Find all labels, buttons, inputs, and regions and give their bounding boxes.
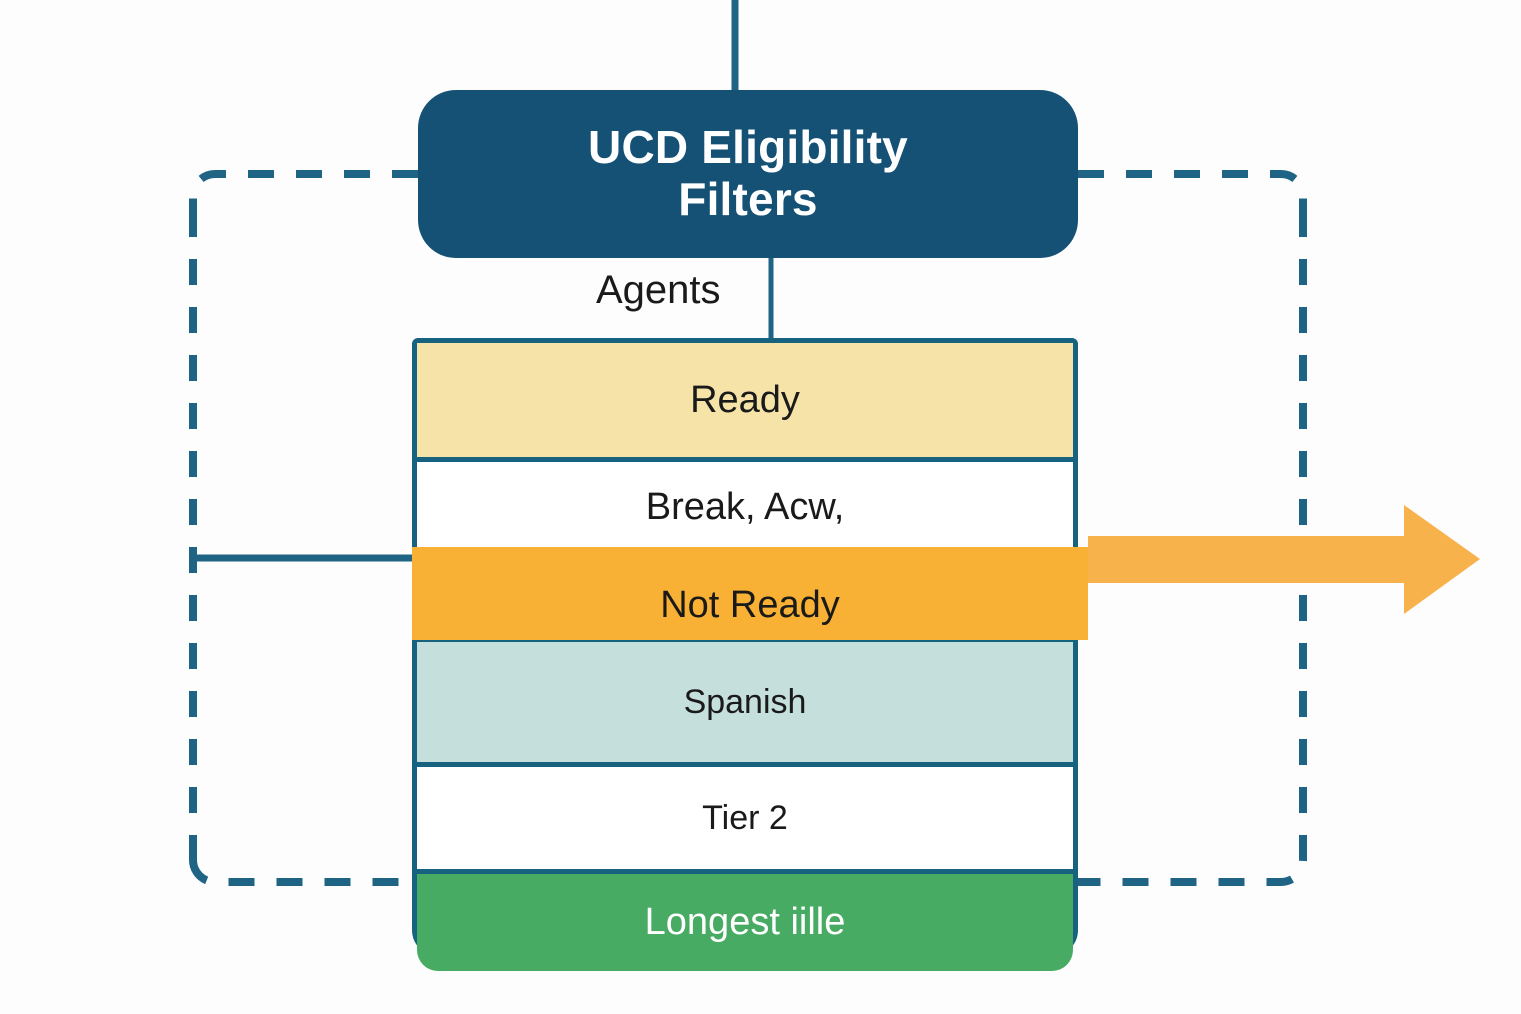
dashed-boundary-top-right xyxy=(1078,170,1307,214)
dashed-boundary-bottom-left xyxy=(189,859,418,886)
page-title-line-1: UCD Eligibility xyxy=(588,121,908,174)
dashed-boundary-right xyxy=(1078,211,1307,886)
filter-row-label-ready: Ready xyxy=(690,378,800,421)
filter-row-label-not-ready: Not Ready xyxy=(660,584,840,626)
filter-row-ready[interactable]: Ready xyxy=(417,343,1073,462)
page-title: UCD Eligibility Filters xyxy=(588,122,908,225)
filter-row-label-break-acw: Break, Acw, xyxy=(645,486,845,528)
filter-stack: Ready Break, Acw, Not Ready Spanish Tier… xyxy=(412,338,1088,971)
filter-row-longest-idle[interactable]: Longest iille xyxy=(417,874,1073,971)
filter-row-label-spanish: Spanish xyxy=(683,682,807,721)
filter-row-label-tier-2: Tier 2 xyxy=(702,798,788,837)
ucd-eligibility-filters-box[interactable]: UCD Eligibility Filters xyxy=(418,90,1078,258)
filter-row-label-longest-idle: Longest iille xyxy=(644,901,846,943)
filter-row-not-ready[interactable]: Not Ready xyxy=(412,547,1088,640)
page-title-line-2: Filters xyxy=(678,173,818,225)
filter-row-spanish[interactable]: Spanish xyxy=(417,642,1073,767)
filter-row-tier-2[interactable]: Tier 2 xyxy=(417,767,1073,874)
output-arrow xyxy=(1088,505,1480,614)
dashed-boundary-top-left xyxy=(189,170,418,214)
filter-row-break-acw[interactable]: Break, Acw, Not Ready xyxy=(412,462,1088,642)
agents-edge-label: Agents xyxy=(592,268,725,313)
